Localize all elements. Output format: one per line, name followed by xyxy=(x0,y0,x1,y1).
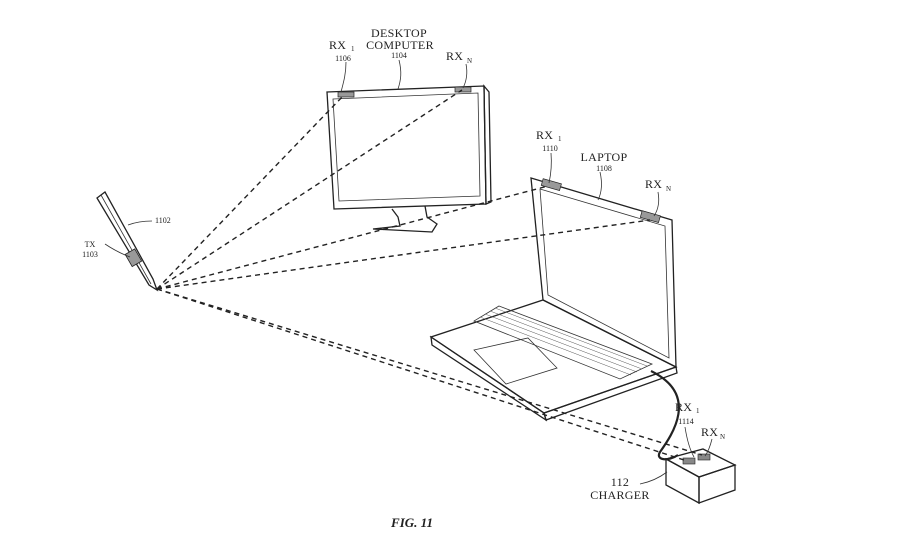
leader-lines xyxy=(104,59,713,485)
tx-ref: 1103 xyxy=(82,250,98,259)
desktop-label-line1: DESKTOP xyxy=(371,26,427,40)
charger-rx1-label: RX xyxy=(675,400,692,414)
laptop-rx1-ref: 1110 xyxy=(542,144,557,153)
desktop-rx1-label: RX xyxy=(329,38,346,52)
desktop-label-line2: COMPUTER xyxy=(366,38,434,52)
tx-label: TX xyxy=(85,240,96,249)
figure-caption: FIG. 11 xyxy=(390,515,433,530)
charger-rxn-label: RX xyxy=(701,425,718,439)
laptop-rxn-sensor xyxy=(639,210,661,224)
stylus xyxy=(96,191,159,292)
desktop-rxn-sub: N xyxy=(467,57,472,65)
charger-rx1-ref: 1114 xyxy=(678,417,693,426)
desktop-rxn-label: RX xyxy=(446,49,463,63)
signal-lines xyxy=(156,89,703,461)
laptop-rxn-label: RX xyxy=(645,177,662,191)
laptop-label: LAPTOP xyxy=(581,150,628,164)
charger xyxy=(664,448,737,505)
charger-label: CHARGER xyxy=(590,488,649,502)
desktop-rx1-ref: 1106 xyxy=(335,54,351,63)
charger-cable xyxy=(650,370,680,461)
stylus-ref: 1102 xyxy=(155,216,171,225)
laptop-rx1-label: RX xyxy=(536,128,553,142)
desktop-rx1-sensor xyxy=(337,91,355,98)
charger-rx1-sub: 1 xyxy=(696,407,700,415)
desktop-rxn-sensor xyxy=(454,86,472,93)
desktop-ref: 1104 xyxy=(391,51,407,60)
laptop xyxy=(429,177,678,422)
laptop-rxn-sub: N xyxy=(666,185,671,193)
laptop-rx1-sub: 1 xyxy=(558,135,562,143)
laptop-ref: 1108 xyxy=(596,164,612,173)
desktop-rx1-sub: 1 xyxy=(351,45,355,53)
charger-ref: 112 xyxy=(611,475,629,489)
laptop-rx1-sensor xyxy=(540,178,562,192)
charger-rxn-sub: N xyxy=(720,433,725,441)
desktop-computer xyxy=(326,84,492,233)
